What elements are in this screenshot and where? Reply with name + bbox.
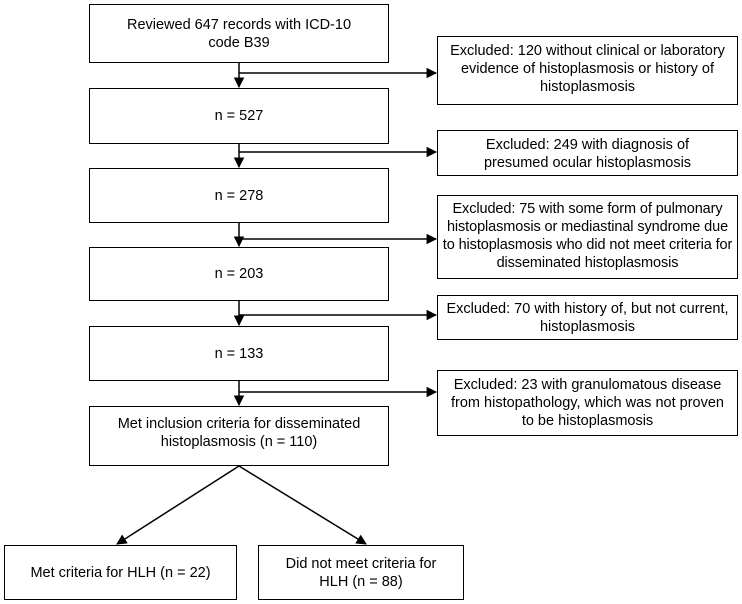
box-exclusion-3: Excluded: 75 with some form of pulmonary… (437, 195, 738, 279)
box-n-133: n = 133 (89, 326, 389, 381)
box-exclusion-4-text: Excluded: 70 with history of, but not cu… (446, 301, 729, 335)
box-n-278-text: n = 278 (214, 187, 264, 204)
box-reviewed-records: Reviewed 647 records with ICD-10 code B3… (89, 4, 389, 63)
arrow-to-hlh-yes (116, 465, 240, 545)
box-n-527-text: n = 527 (214, 108, 264, 124)
box-exclusion-5-text: Excluded: 23 with granulomatous disease … (451, 377, 724, 429)
box-n-203-text: n = 203 (214, 266, 264, 282)
box-exclusion-1-text: Excluded: 120 without clinical or labora… (450, 43, 725, 95)
box-n-278: n = 278 (89, 168, 389, 223)
box-inclusion: Met inclusion criteria for disseminated … (89, 406, 389, 466)
box-exclusion-5: Excluded: 23 with granulomatous disease … (437, 370, 738, 436)
box-n-133-text: n = 133 (214, 345, 264, 362)
box-exclusion-4: Excluded: 70 with history of, but not cu… (437, 295, 738, 340)
arrow-to-hlh-no (238, 465, 367, 545)
box-exclusion-3-text: Excluded: 75 with some form of pulmonary… (442, 201, 733, 271)
box-n-527: n = 527 (89, 88, 389, 144)
box-hlh-no-text: Did not meet criteria for HLH (n = 88) (285, 555, 437, 590)
box-n-203: n = 203 (89, 247, 389, 301)
box-hlh-yes-text: Met criteria for HLH (n = 22) (30, 564, 211, 581)
box-exclusion-1: Excluded: 120 without clinical or labora… (437, 36, 738, 105)
box-exclusion-2-text: Excluded: 249 with diagnosis of presumed… (483, 137, 692, 171)
box-exclusion-2: Excluded: 249 with diagnosis of presumed… (437, 130, 738, 176)
box-hlh-no: Did not meet criteria for HLH (n = 88) (258, 545, 464, 600)
box-hlh-yes: Met criteria for HLH (n = 22) (4, 545, 237, 600)
box-inclusion-text: Met inclusion criteria for disseminated … (117, 416, 361, 450)
box-reviewed-records-text: Reviewed 647 records with ICD-10 code B3… (126, 16, 352, 51)
